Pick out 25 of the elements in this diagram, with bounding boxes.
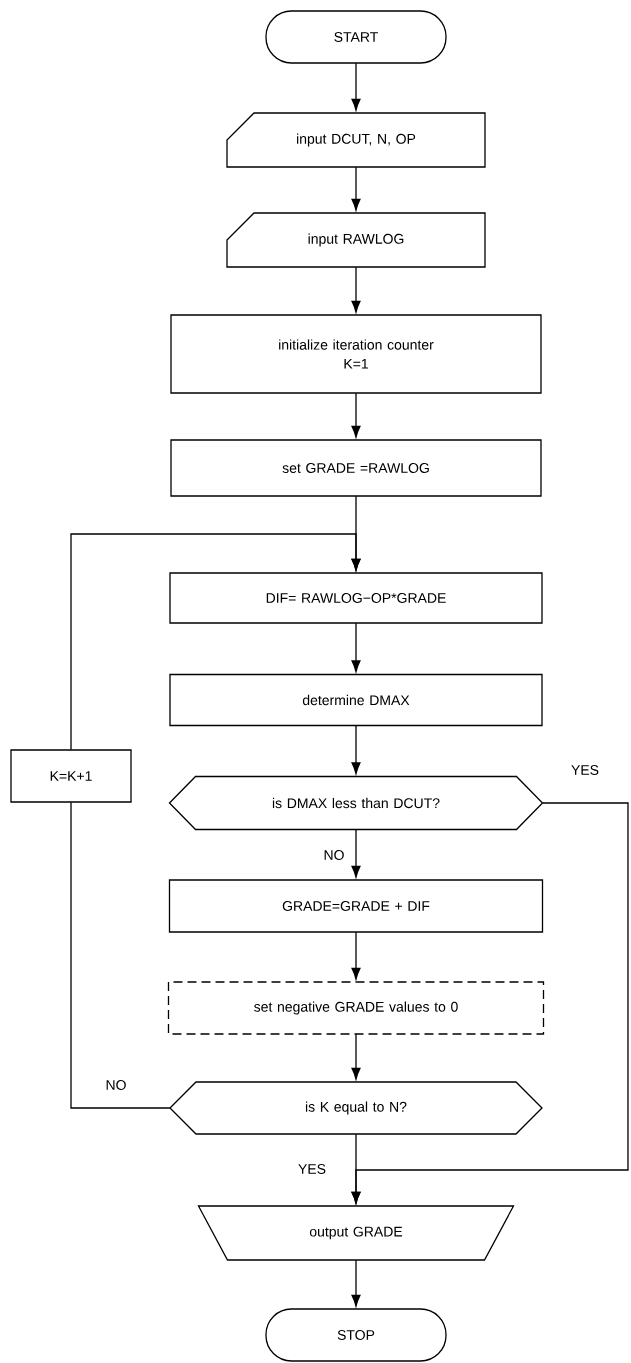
arrow [351,622,361,673]
arrow [70,533,361,751]
process-box: GRADE=GRADE + DIF [168,879,544,933]
edge-label: NO [322,848,346,862]
arrow [351,725,361,775]
decision-hexagon: is K equal to N? [169,1081,543,1135]
arrow [351,829,361,878]
arrow [351,166,361,211]
process-box: determine DMAX [169,673,543,727]
process-box: set GRADE =RAWLOG [170,439,542,497]
arrow [351,392,361,438]
arrow [351,1259,361,1307]
arrow [351,62,361,111]
edge-label: YES [296,1162,328,1176]
process-box: K=K+1 [10,749,132,803]
process-box: initialize iteration counter K=1 [170,314,542,394]
optional-process-box: set negative GRADE values to 0 [167,981,545,1035]
decision-hexagon: is DMAX less than DCUT? [168,775,544,831]
arrow [351,1033,361,1080]
arrow [351,1133,361,1204]
edge-label: YES [569,763,601,777]
arrow [351,266,361,313]
arrow [351,931,361,980]
edge-label: NO [104,1078,128,1092]
process-box: DIF= RAWLOG−OP*GRADE [169,572,543,624]
